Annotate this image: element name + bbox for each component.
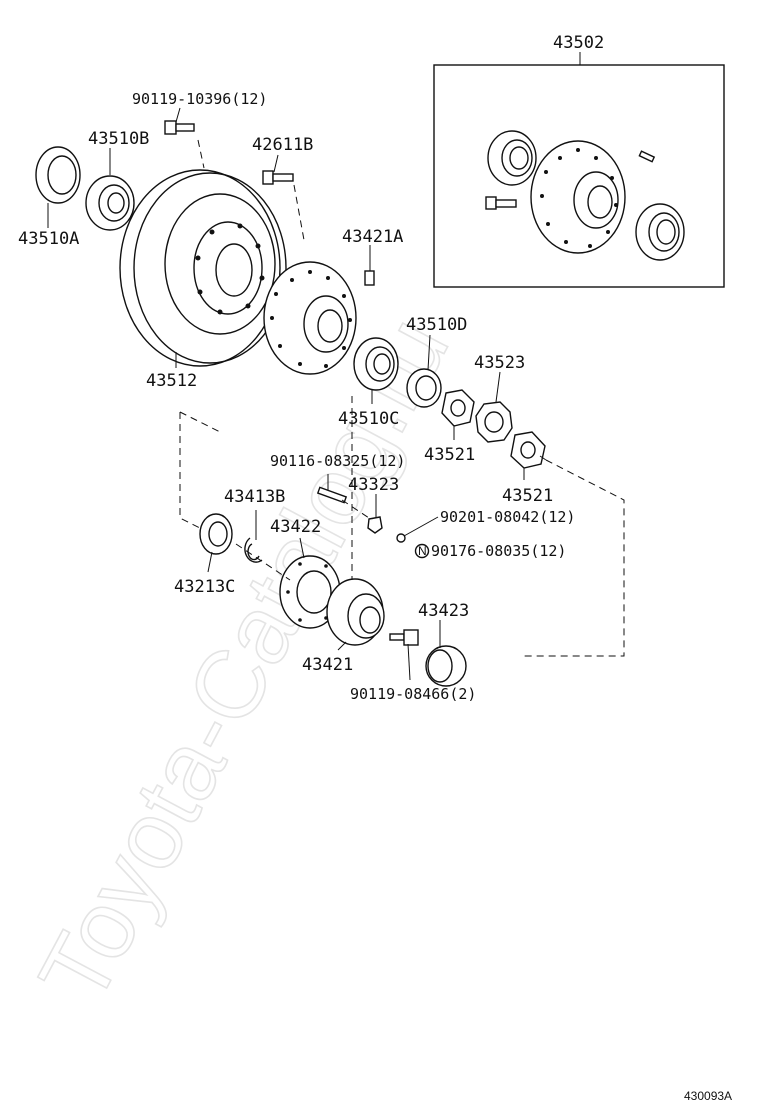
- assembly-dashed-lines: [179, 139, 625, 657]
- washer-43510D: [406, 368, 442, 408]
- hub-cap-43423: [425, 645, 467, 687]
- brake-disc: [119, 169, 287, 367]
- label-42611B: 42611B: [252, 135, 313, 155]
- label-43213C: 43213C: [174, 577, 235, 597]
- assembly-hub: [530, 140, 626, 254]
- nut-43521-upper: [441, 389, 475, 427]
- cap-43323: [367, 516, 383, 534]
- label-90116-08325: 90116-08325(12): [270, 452, 405, 470]
- note-marker: N: [414, 543, 430, 559]
- pin-43421A: [364, 270, 375, 286]
- label-43510A: 43510A: [18, 229, 79, 249]
- seal-43510A: [35, 146, 81, 204]
- label-90201-08042: 90201-08042(12): [440, 508, 575, 526]
- label-43510D: 43510D: [406, 315, 467, 335]
- screw-90201-08042: [396, 533, 406, 543]
- label-43521-upper: 43521: [424, 445, 475, 465]
- label-43521-lower: 43521: [502, 486, 553, 506]
- bolt-90119-08466: [389, 629, 419, 646]
- label-43423: 43423: [418, 601, 469, 621]
- label-43422: 43422: [270, 517, 321, 537]
- label-90119-08466: 90119-08466(2): [350, 685, 476, 703]
- label-43523: 43523: [474, 353, 525, 373]
- label-43323: 43323: [348, 475, 399, 495]
- label-43421: 43421: [302, 655, 353, 675]
- seal-43213C: [199, 513, 233, 555]
- label-90176-08035: 90176-08035(12): [431, 542, 566, 560]
- label-90119-10396: 90119-10396(12): [132, 90, 267, 108]
- assembly-bolt: [485, 196, 517, 210]
- bolt-90119-10396: [164, 120, 195, 135]
- label-43510B: 43510B: [88, 129, 149, 149]
- watermark: Toyota-Catalog.ru: [19, 301, 469, 1020]
- stud-90116-08325: [316, 486, 348, 504]
- bearing-43510C: [353, 337, 399, 391]
- assembly-bearing-right: [635, 203, 685, 261]
- label-43413B: 43413B: [224, 487, 285, 507]
- lock-washer-43523: [475, 401, 513, 443]
- bearing-43510B: [85, 175, 135, 231]
- label-43510C: 43510C: [338, 409, 399, 429]
- assembly-pin: [638, 150, 656, 163]
- assembly-box-43502: [433, 52, 725, 288]
- drive-flange-43421: [326, 578, 385, 646]
- bolt-42611B: [262, 170, 294, 185]
- label-43421A: 43421A: [342, 227, 403, 247]
- assembly-bearing-left: [487, 130, 537, 186]
- note-marker-letter: N: [418, 544, 427, 558]
- nut-43521-lower: [510, 431, 546, 469]
- label-43512: 43512: [146, 371, 197, 391]
- leader-lines: [47, 107, 525, 681]
- hub: [263, 261, 357, 375]
- diagram-code: 430093A: [684, 1089, 732, 1103]
- label-43502: 43502: [553, 33, 604, 53]
